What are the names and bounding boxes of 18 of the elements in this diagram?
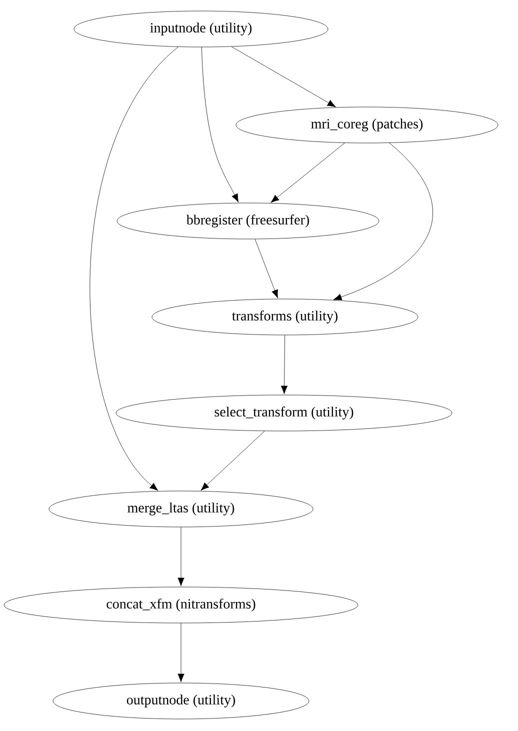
ellipse-node: outputnode (utility) [52,682,310,720]
arrow [254,238,278,298]
arrow [178,623,184,682]
arrow [201,47,239,202]
arrow [270,142,345,203]
arrow [231,46,336,108]
arrow [178,527,184,586]
ellipse-node: inputnode (utility) [74,10,328,48]
arrow [280,335,288,394]
ellipse-node: transforms (utility) [152,298,418,336]
arrow [90,46,178,491]
ellipse-node: merge_ltas (utility) [48,490,314,528]
ellipse-node: select_transform (utility) [116,394,452,432]
arrow [333,142,433,300]
ellipse-node: bbregister (freesurfer) [116,202,380,240]
ellipse-node: mri_coreg (patches) [236,106,498,144]
arrow [200,430,265,491]
ellipse-node: concat_xfm (nitransforms) [4,586,358,624]
